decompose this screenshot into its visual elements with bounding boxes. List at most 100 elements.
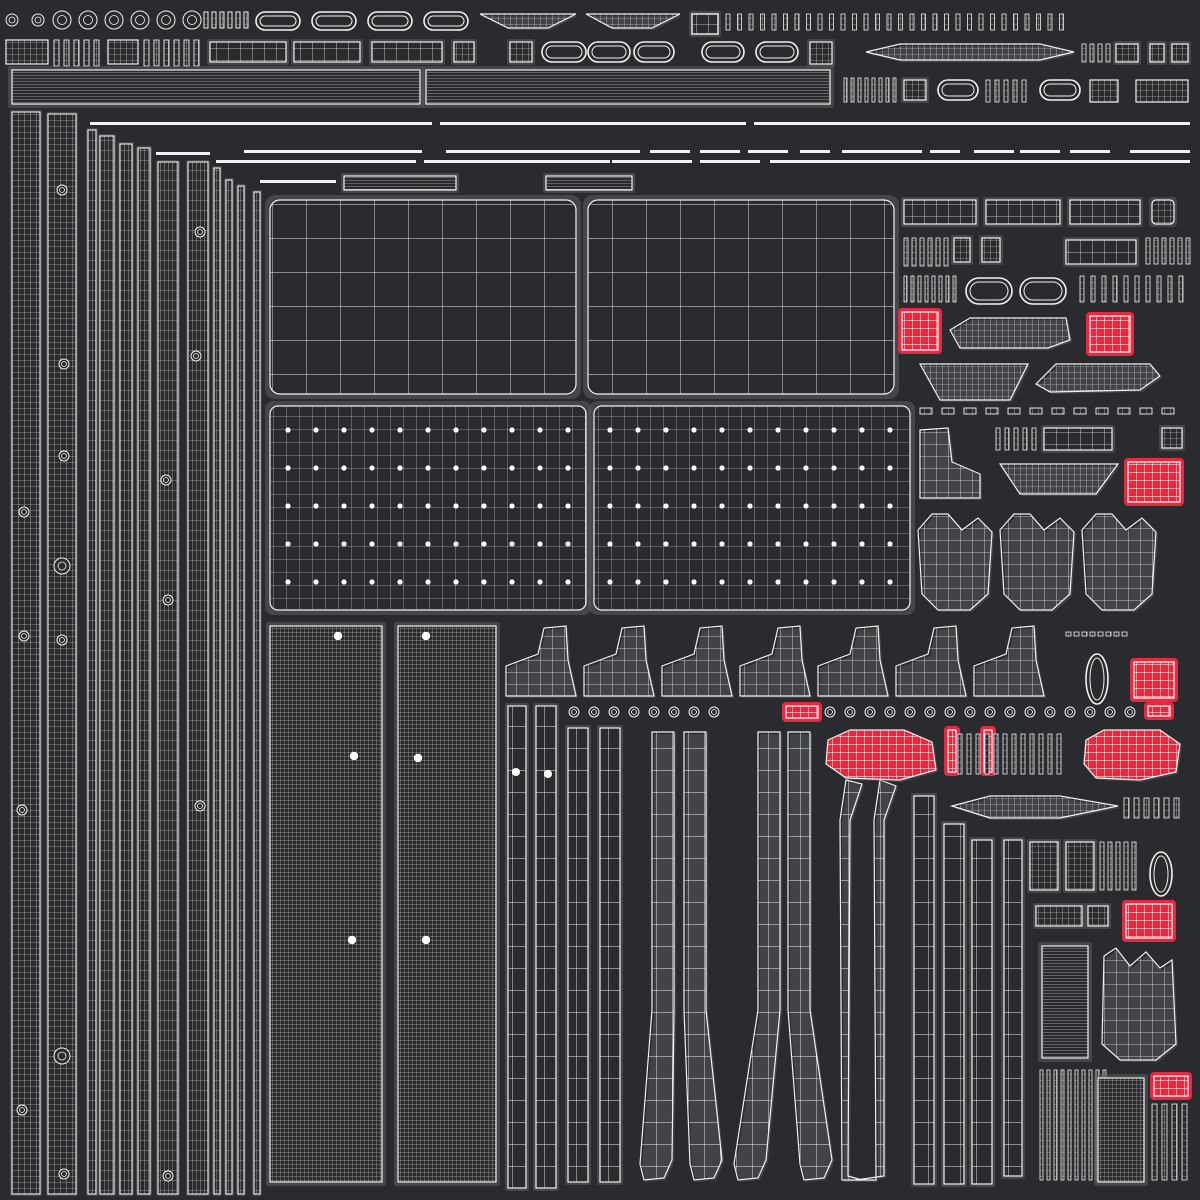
- uv-island: [1097, 1077, 1145, 1183]
- uv-island: [1163, 797, 1170, 819]
- bolt-disc: [156, 10, 176, 30]
- uv-island: [227, 11, 233, 29]
- bolt-disc-inner: [611, 709, 617, 715]
- bolt-disc: [668, 706, 680, 718]
- ring-island-inner: [1153, 855, 1169, 893]
- bolt-disc-inner: [193, 353, 199, 359]
- bolt-disc-inner: [59, 637, 65, 643]
- uv-island: [1041, 945, 1089, 1059]
- uv-island: [1149, 43, 1165, 63]
- ring-island: [1039, 79, 1081, 101]
- uv-island: [829, 13, 834, 31]
- uv-island: [1177, 237, 1183, 265]
- bolt-disc-inner: [1127, 709, 1133, 715]
- uv-island: [909, 13, 915, 31]
- uv-island: [509, 41, 533, 63]
- bolt-disc-inner: [197, 229, 203, 235]
- ring-island: [1019, 277, 1067, 305]
- bolt-disc: [1084, 706, 1096, 718]
- uv-island: [545, 175, 633, 191]
- uv-island: [1115, 43, 1139, 63]
- ring-island: [1085, 653, 1109, 705]
- uv-island: [1007, 407, 1021, 415]
- bolt-disc: [16, 1104, 28, 1116]
- rivet-dot: [607, 541, 613, 547]
- uv-island: [187, 161, 209, 1195]
- uv-island: [1151, 199, 1175, 225]
- uv-island: [1145, 237, 1151, 265]
- uv-island: [1029, 841, 1059, 891]
- rivet-dot: [663, 541, 669, 547]
- uv-island: [1043, 427, 1113, 451]
- rivet-dot: [481, 503, 487, 509]
- uv-island: [1181, 1103, 1188, 1181]
- rivet-dot: [803, 579, 809, 585]
- ring-island: [367, 11, 413, 31]
- uv-island: [183, 39, 190, 67]
- boot-island: [505, 625, 577, 697]
- rivet-dot: [333, 631, 343, 641]
- rivet-dot: [453, 579, 459, 585]
- bolt-disc-inner: [109, 15, 119, 25]
- bolt-disc-inner: [34, 16, 42, 24]
- red-clamp-island: [1083, 729, 1181, 781]
- uv-island: [850, 77, 855, 103]
- uv-island: [966, 733, 972, 775]
- uv-island: [73, 39, 80, 67]
- uv-island: [1133, 797, 1140, 819]
- rivet-dot: [425, 503, 431, 509]
- bolt-disc-inner: [187, 15, 197, 25]
- bolt-disc-inner: [887, 709, 893, 715]
- uv-island: [1161, 237, 1167, 265]
- uv-island: [1022, 427, 1028, 451]
- uv-island: [47, 113, 77, 1195]
- rivet-dot: [607, 427, 613, 433]
- uv-island: [919, 237, 925, 267]
- bolt-disc: [162, 1170, 174, 1182]
- rivet-dot: [565, 465, 571, 471]
- bolt-disc: [1124, 706, 1136, 718]
- bolt-disc-inner: [61, 1171, 67, 1177]
- ring-island-inner: [427, 15, 465, 27]
- uv-island: [927, 237, 933, 267]
- bolt-disc: [904, 706, 916, 718]
- rivet-dot: [635, 579, 641, 585]
- bolt-disc: [58, 450, 70, 462]
- rivet-dot: [341, 579, 347, 585]
- bolt-disc-inner: [1087, 709, 1093, 715]
- rivet-dot: [859, 579, 865, 585]
- ring-island-inner: [941, 83, 975, 97]
- uv-island: [1065, 841, 1095, 891]
- uv-island: [1073, 407, 1087, 415]
- ring-island-inner: [591, 45, 627, 59]
- red-island: [785, 705, 819, 719]
- uv-island: [1004, 427, 1010, 451]
- rivet-dot: [285, 427, 291, 433]
- bolt-disc-inner: [867, 709, 873, 715]
- bolt-disc: [31, 13, 45, 27]
- uv-island: [843, 77, 848, 103]
- uv-island: [1020, 733, 1026, 775]
- rivet-dot: [691, 579, 697, 585]
- rivet-dot: [421, 935, 431, 945]
- rivet-dot: [565, 503, 571, 509]
- rivet-dot: [663, 503, 669, 509]
- uv-island: [1079, 275, 1085, 303]
- uv-island: [1051, 407, 1065, 415]
- ring-island: [423, 11, 469, 31]
- rivet-dot: [775, 427, 781, 433]
- uv-island: [1003, 839, 1023, 1177]
- rivet-dot: [397, 503, 403, 509]
- uv-island: [1105, 43, 1111, 63]
- uv-island: [863, 13, 869, 31]
- cup-island: [999, 513, 1075, 611]
- ring-island: [587, 41, 631, 63]
- uv-island: [157, 161, 179, 1195]
- bolt-disc: [864, 706, 876, 718]
- rivet-dot: [607, 503, 613, 509]
- uv-island: [910, 275, 915, 303]
- leg-strap-island: [787, 731, 833, 1181]
- rivet-dot: [719, 427, 725, 433]
- uv-island: [211, 11, 217, 29]
